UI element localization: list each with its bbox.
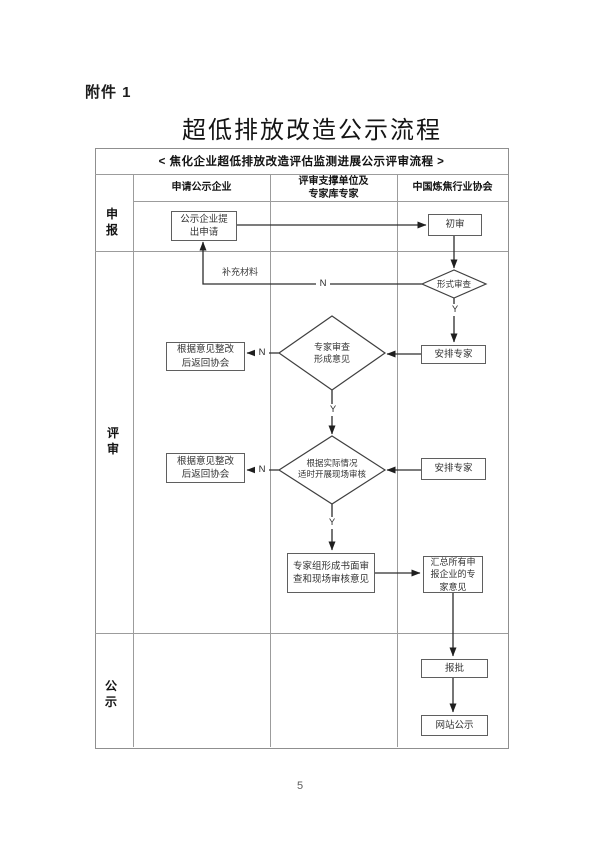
node-apply: 公示企业提 出申请 (171, 211, 237, 241)
node-arrange-experts-2: 安排专家 (421, 458, 486, 480)
node-initial-review: 初审 (428, 214, 482, 236)
node-approval: 报批 (421, 659, 488, 678)
column-header-association: 中国炼焦行业协会 (412, 182, 493, 193)
onsite-review-label: 根据实际情况 适时开展现场审核 (297, 458, 366, 480)
node-rectify-return-2: 根据意见整改 后返回协会 (166, 453, 245, 483)
expert-review-yes-label: Y (326, 404, 340, 416)
page-number: 5 (296, 780, 304, 792)
node-summary: 汇总所有申 报企业的专 家意见 (423, 556, 483, 593)
grid-line-v2 (270, 174, 271, 747)
node-written-opinion: 专家组形成书面审 查和现场审核意见 (287, 553, 375, 593)
expert-review-label: 专家审查 形成意见 (313, 342, 350, 365)
node-arrange-experts-1: 安排专家 (421, 345, 486, 364)
flowchart-table-border (95, 148, 509, 749)
formal-review-no-label: N (316, 278, 330, 290)
grid-line-h2 (133, 201, 508, 202)
page-title: 超低排放改造公示流程 (182, 118, 442, 144)
onsite-review-yes-label: Y (325, 517, 339, 529)
row-label-review: 评审 (106, 426, 119, 456)
column-header-applicant: 申请公示企业 (171, 182, 232, 193)
grid-line-h4 (95, 633, 508, 634)
node-website-publicity: 网站公示 (421, 715, 488, 736)
table-title: < 焦化企业超低排放改造评估监测进展公示评审流程 > (158, 156, 445, 168)
formal-review-label: 形式审查 (436, 279, 471, 289)
grid-line-v1 (133, 174, 134, 747)
row-label-declaration: 申报 (105, 207, 118, 237)
node-rectify-return-1: 根据意见整改 后返回协会 (166, 342, 245, 371)
row-label-publicity: 公示 (104, 679, 117, 709)
grid-line-h3 (95, 251, 508, 252)
grid-line-v3 (397, 174, 398, 747)
column-header-support-unit: 评审支撑单位及 专家库专家 (298, 176, 369, 200)
formal-review-yes-label: Y (448, 304, 462, 316)
attachment-label: 附件 1 (85, 84, 132, 101)
expert-review-no-label: N (255, 347, 269, 359)
onsite-review-no-label: N (255, 464, 269, 476)
supplement-materials-label: 补充材料 (221, 267, 258, 277)
grid-line-h1 (95, 174, 508, 175)
